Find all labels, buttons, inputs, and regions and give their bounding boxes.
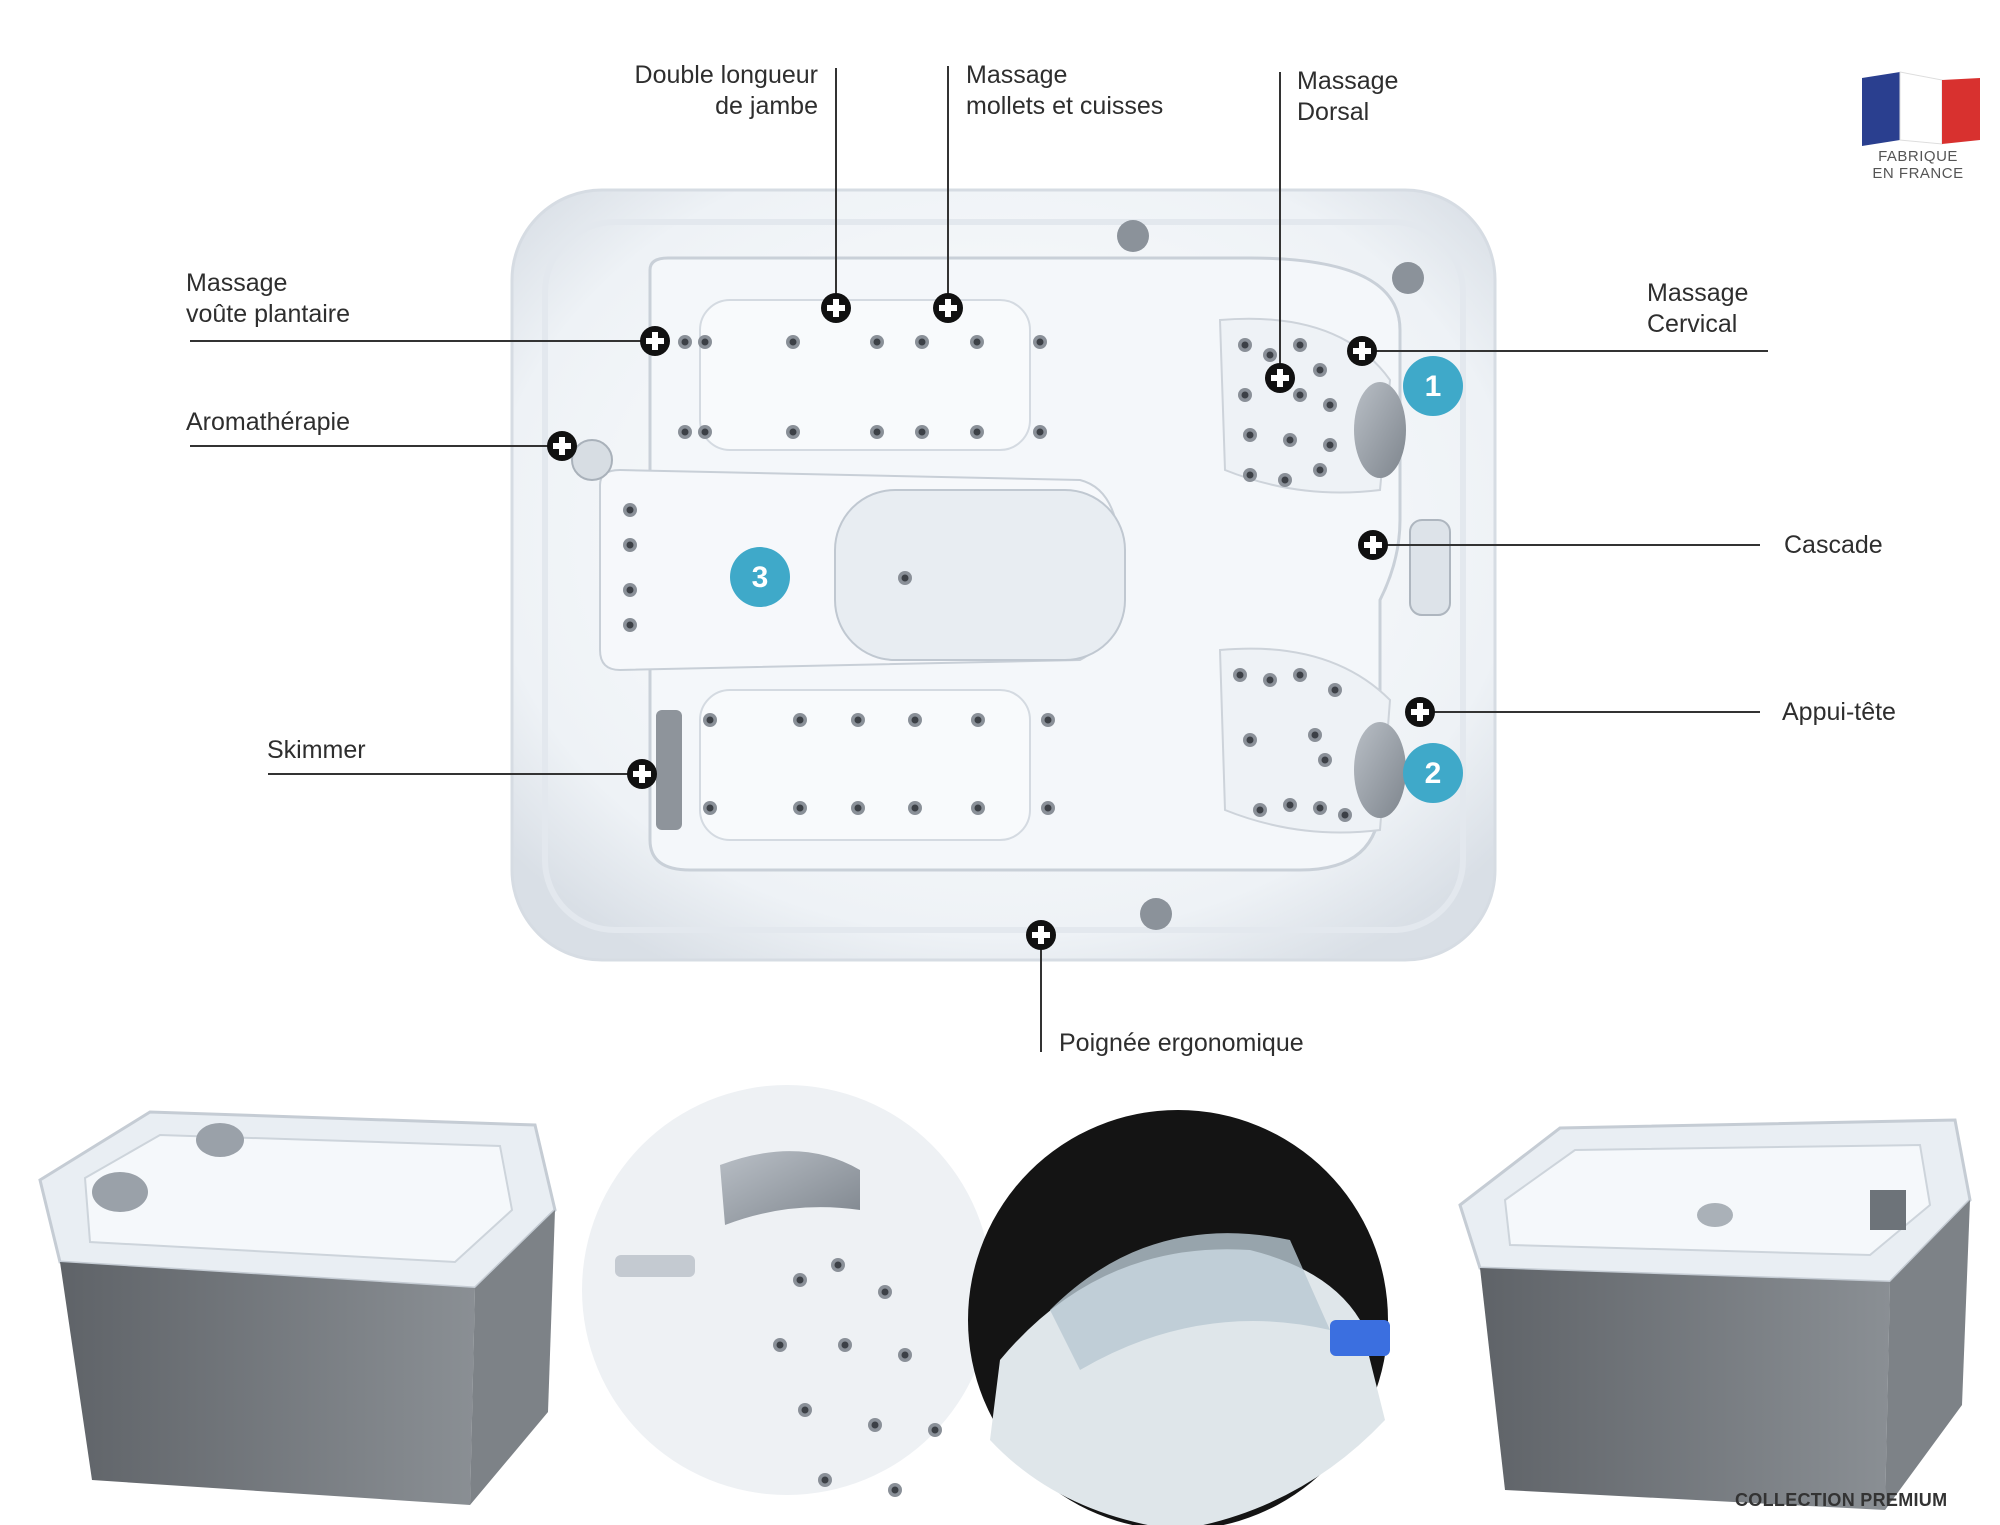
seat-number-1: 1: [1424, 370, 1442, 403]
label-massage-dorsal: Massage Dorsal: [1297, 67, 1399, 126]
headrest: [1354, 382, 1406, 478]
seat-number-2: 2: [1424, 757, 1442, 790]
seat-badge-3: [730, 547, 790, 607]
seat-badge-1: [1403, 356, 1463, 416]
france-flag: [1862, 71, 1980, 146]
label-massage-voute: Massage voûte plantaire: [186, 269, 351, 328]
seat-badges: [730, 356, 1463, 803]
photo-spa-angle-right: [1458, 1118, 1972, 1510]
label-poignee: Poignée ergonomique: [1059, 1029, 1304, 1057]
label-skimmer: Skimmer: [267, 736, 366, 764]
label-aromatherapie: Aromathérapie: [186, 408, 350, 436]
photo-spa-angle-left: [38, 1110, 557, 1505]
callout-lines: [190, 66, 1768, 1052]
seat-badge-2: [1403, 743, 1463, 803]
collection-label: COLLECTION PREMIUM: [1735, 1490, 1948, 1510]
seat-number-3: 3: [751, 561, 769, 594]
label-appui-tete: Appui-tête: [1782, 698, 1896, 726]
label-double-longueur: Double longueur de jambe: [634, 61, 818, 120]
fabrique-en-france-caption: FABRIQUE EN FRANCE: [1872, 148, 1964, 182]
photo-headrest-closeup: [582, 1085, 992, 1497]
photo-cascade-closeup: [968, 1110, 1390, 1525]
label-massage-cervical: Massage Cervical: [1647, 279, 1749, 338]
label-massage-mollets: Massage mollets et cuisses: [966, 61, 1164, 120]
label-cascade: Cascade: [1784, 531, 1883, 559]
